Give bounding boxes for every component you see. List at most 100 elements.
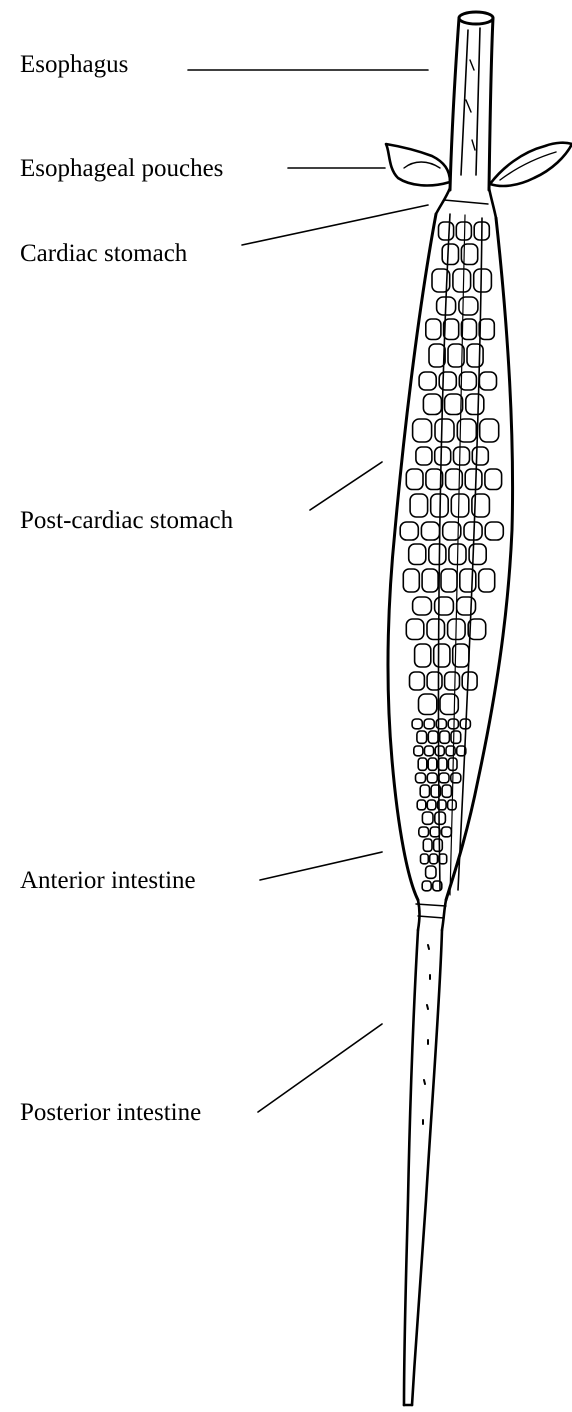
stomach-cell [413,597,432,615]
leader-anterior-intestine [260,852,382,880]
label-esophageal-pouches: Esophageal pouches [20,156,223,181]
stomach-cell [417,800,426,810]
stomach-cell [485,522,503,540]
stomach-cell [459,297,478,315]
stomach-cell [454,447,470,465]
stomach-cell [421,522,439,540]
stomach-cell [416,447,432,465]
stomach-cell [440,731,450,743]
stomach-cell [465,469,482,490]
stomach-cell [460,569,476,592]
stomach-cell [461,319,476,340]
stomach-cell [427,672,442,690]
stomach-cell [415,644,431,667]
stomach-cell [434,839,443,851]
stomach-cell [435,746,444,756]
stomach-cell [419,372,436,390]
stomach-cell [448,719,458,729]
stomach-cell [423,394,441,415]
stomach-cell [439,372,456,390]
stomach-cell [435,419,454,442]
stomach-cell [427,619,445,640]
stomach-cell [413,419,432,442]
stomach-cell [480,419,499,442]
stomach-cell [439,222,454,240]
anterior-intestine-structure [416,900,446,930]
stomach-cell [442,785,451,797]
stomach-cell [479,319,494,340]
stomach-cell [439,773,449,783]
label-cardiac-stomach: Cardiac stomach [20,241,187,266]
stomach-cell [406,469,423,490]
stomach-cell [403,569,419,592]
stomach-cell [474,269,492,292]
stomach-cell [466,394,484,415]
stomach-cell [417,731,427,743]
stomach-cell [427,773,437,783]
stomach-cell [428,758,437,770]
posterior-intestine-structure [404,930,442,1405]
label-post-cardiac-stomach: Post-cardiac stomach [20,508,233,533]
stomach-cell [445,672,460,690]
stomach-cell [445,394,463,415]
stomach-cell [422,881,431,891]
stomach-cell [426,866,436,878]
stomach-cell [451,731,461,743]
label-esophagus: Esophagus [20,52,128,77]
stomach-cell [416,773,426,783]
esophagus-structure [450,12,493,190]
stomach-cell [421,854,429,864]
stomach-cell [430,854,438,864]
stomach-cell [456,222,471,240]
stomach-cell [441,569,457,592]
stomach-cell [479,569,495,592]
stomach-cell [440,694,458,715]
stomach-cell [410,672,425,690]
stomach-cell [472,447,488,465]
stomach-cell [400,522,418,540]
stomach-cell [422,812,433,824]
esophageal-pouches-structure [386,143,572,186]
leader-cardiac-stomach [242,205,428,245]
stomach-cell [424,719,434,729]
stomach-cell [429,344,445,367]
stomach-cell [438,758,447,770]
stomach-cell [434,644,450,667]
stomach-cell [422,569,438,592]
stomach-cell [419,827,429,837]
stomach-cell [462,672,477,690]
label-anterior-intestine: Anterior intestine [20,868,196,893]
stomach-cell [435,447,451,465]
stomach-cell [412,719,422,729]
stomach-cell [429,544,446,565]
stomach-cell [418,758,427,770]
stomach-cell [426,319,441,340]
stomach-cell [427,800,436,810]
stomach-cell [420,785,429,797]
stomach-cell [485,469,502,490]
stomach-cell [453,269,471,292]
cardiac-stomach-structure [436,188,496,218]
stomach-cell [409,544,426,565]
stomach-cell [451,494,469,517]
stomach-cell [442,244,458,265]
stomach-cell [469,544,486,565]
stomach-cell [442,827,452,837]
stomach-cell-pattern [400,222,503,891]
stomach-cell [467,344,483,367]
stomach-cell [423,839,432,851]
leader-post-cardiac-stomach [310,462,382,510]
stomach-cell [435,812,446,824]
stomach-cell [414,746,423,756]
stomach-cell [419,694,437,715]
stomach-cell [410,494,428,517]
stomach-cell [406,619,424,640]
stomach-cell [425,746,434,756]
leader-posterior-intestine [258,1024,382,1112]
label-posterior-intestine: Posterior intestine [20,1100,201,1125]
stomach-cell [428,731,438,743]
stomach-cell [435,597,454,615]
stomach-cell [479,372,496,390]
